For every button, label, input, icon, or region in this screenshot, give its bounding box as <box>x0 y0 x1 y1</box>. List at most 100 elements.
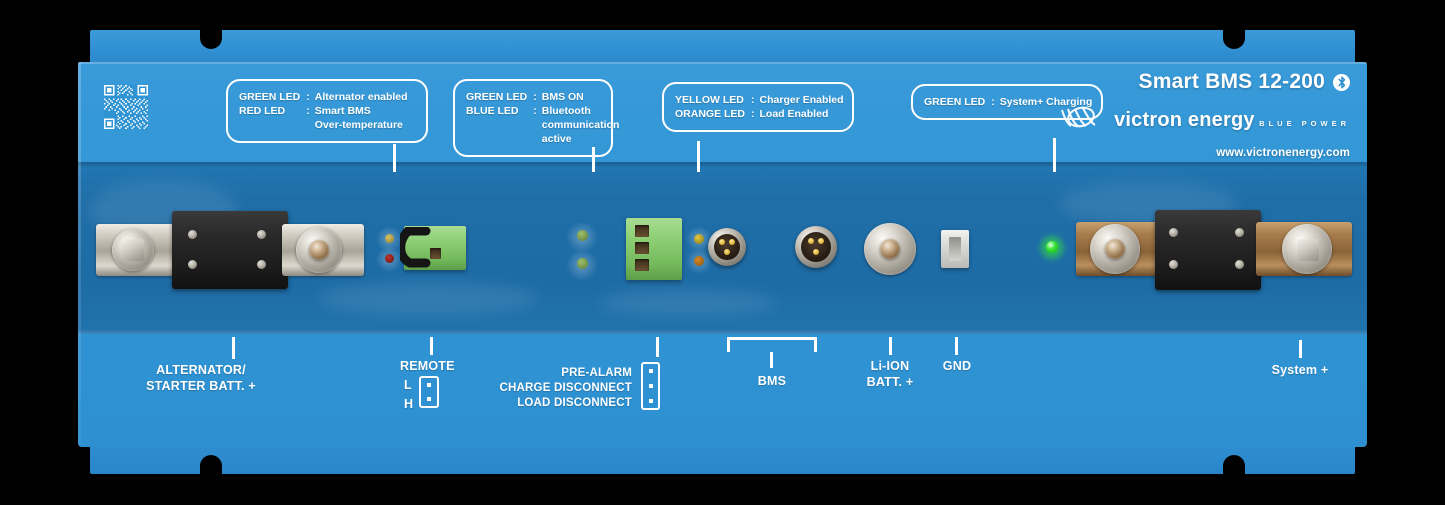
bms-connector-pin <box>729 239 735 245</box>
alternator-label-line2: STARTER BATT. + <box>146 379 256 393</box>
qr-code-icon <box>104 85 148 129</box>
callout-row: Over-temperature <box>239 118 408 132</box>
system-charging-led-callout: GREEN LED : System+ Charging <box>911 84 1103 120</box>
brand-block: Smart BMS 12-200 <box>1059 70 1350 159</box>
alternator-label-line1: ALTERNATOR/ <box>156 363 246 377</box>
charger-load-led-callout: YELLOW LED : Charger Enabled ORANGE LED … <box>662 82 854 132</box>
fuse-screw <box>257 260 266 269</box>
system-bolt-head-right <box>1297 239 1319 261</box>
liion-battery-label: Li-ION BATT. + <box>840 358 940 390</box>
remote-label: REMOTE <box>400 359 455 373</box>
callout-colon <box>533 132 542 146</box>
callout-colon: : <box>533 91 537 103</box>
tick-disconnect <box>656 337 659 357</box>
bms-connector-pin <box>808 238 814 244</box>
led-charger-yellow <box>694 234 704 244</box>
callout-row: GREEN LED : BMS ON <box>466 90 619 104</box>
gnd-label: GND <box>942 359 972 373</box>
brand-tagline: BLUE POWER <box>1259 119 1350 128</box>
bms-connector-left[interactable] <box>708 228 746 266</box>
fuse-screw <box>188 230 197 239</box>
remote-pin-low-label: L <box>404 378 412 392</box>
enclosure-left-highlight <box>78 62 81 447</box>
remote-pin-diagram <box>419 376 439 408</box>
gnd-connector-slot <box>949 237 961 261</box>
bms-bracket <box>727 337 817 352</box>
load-disconnect-label: LOAD DISCONNECT <box>517 397 632 409</box>
callout-colon: : <box>306 105 310 117</box>
callout-key: YELLOW LED <box>675 94 744 106</box>
led-alternator-green <box>385 234 394 243</box>
callout-leader-system-charging <box>1053 138 1056 172</box>
callout-key: ORANGE LED <box>675 108 746 120</box>
remote-terminal-slot <box>430 248 441 259</box>
tick-system-plus <box>1299 340 1302 358</box>
fuse-screw <box>1235 228 1244 237</box>
callout-leader-charger-load <box>697 141 700 172</box>
mounting-flange-top <box>90 30 1355 66</box>
callout-value: communication <box>541 119 620 131</box>
led-load-orange <box>694 256 704 266</box>
gnd-connector[interactable] <box>941 230 969 268</box>
callout-value: System+ Charging <box>999 96 1093 108</box>
mounting-notch-top-right <box>1223 30 1245 49</box>
pre-alarm-terminal-slot <box>635 225 649 237</box>
bms-connector-inner <box>714 234 740 260</box>
callout-value: BMS ON <box>541 91 584 103</box>
system-bolt-head-left <box>1105 239 1125 259</box>
callout-row: BLUE LED : Bluetooth <box>466 104 619 118</box>
system-fuse-block <box>1155 210 1261 290</box>
callout-colon: : <box>751 94 755 106</box>
led-alternator-red <box>385 254 394 263</box>
callout-value: Smart BMS <box>314 105 371 117</box>
callout-row: GREEN LED : System+ Charging <box>924 95 1092 109</box>
callout-key: GREEN LED <box>924 96 986 108</box>
callout-key: RED LED <box>239 105 286 117</box>
fuse-screw <box>1169 228 1178 237</box>
tick-bms <box>770 352 773 368</box>
callout-leader-alternator <box>393 144 396 172</box>
brand-name: victron energy <box>1114 109 1255 131</box>
callout-row: active <box>466 132 619 146</box>
fuse-screw <box>1169 260 1178 269</box>
bms-connector-pin <box>724 249 730 255</box>
callout-key <box>239 118 306 132</box>
callout-value: Over-temperature <box>314 119 403 131</box>
charge-disconnect-terminal-slot <box>635 242 649 254</box>
mounting-notch-top-left <box>200 30 222 49</box>
callout-colon <box>306 118 315 132</box>
tick-gnd <box>955 337 958 355</box>
callout-value: Alternator enabled <box>314 91 408 103</box>
remote-pin-high-label: H <box>404 397 414 411</box>
callout-value: active <box>541 133 572 145</box>
mounting-notch-bottom-left <box>200 455 222 474</box>
bms-connector-inner <box>801 232 831 262</box>
remote-jumper-wire <box>396 226 446 269</box>
victron-logo-row: victron energy BLUE POWER <box>1059 104 1350 137</box>
callout-row: communication <box>466 118 620 132</box>
callout-value: Load Enabled <box>759 108 829 120</box>
pre-alarm-label: PRE-ALARM <box>561 367 632 379</box>
disconnect-pin-diagram <box>641 362 660 410</box>
callout-row: YELLOW LED : Charger Enabled <box>675 93 844 107</box>
load-disconnect-terminal-slot <box>635 259 649 271</box>
fuse-screw <box>257 230 266 239</box>
led-bluetooth-blue <box>577 258 588 269</box>
pin-dot <box>648 383 653 388</box>
callout-row: GREEN LED : Alternator enabled <box>239 90 408 104</box>
charge-disconnect-label: CHARGE DISCONNECT <box>499 382 632 394</box>
product-model-title: Smart BMS 12-200 <box>1059 70 1350 94</box>
bms-connector-right[interactable] <box>795 226 837 268</box>
tick-remote <box>430 337 433 355</box>
tick-alternator <box>232 337 235 359</box>
alternator-bolt-head-right <box>309 240 329 260</box>
callout-value: Charger Enabled <box>759 94 844 106</box>
callout-colon: : <box>533 105 537 117</box>
fuse-screw <box>1235 260 1244 269</box>
callout-key: BLUE LED <box>466 105 519 117</box>
callout-key: GREEN LED <box>239 91 301 103</box>
pin-dot <box>648 398 653 403</box>
pin-dot <box>427 383 431 387</box>
callout-row: ORANGE LED : Load Enabled <box>675 107 844 121</box>
